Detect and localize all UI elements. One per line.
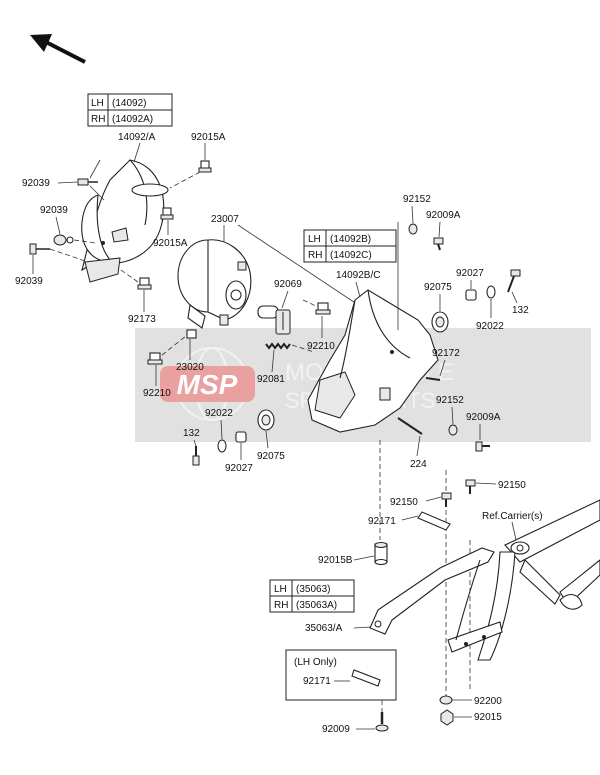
label-92039-1: 92039 [22, 178, 50, 189]
bracket-table-part-2: (14092C) [330, 250, 372, 261]
label-92069: 92069 [274, 279, 302, 290]
label-92152-2: 92152 [436, 395, 464, 406]
headlight-bracket [307, 289, 439, 433]
clip-92015a-top [198, 160, 212, 173]
headlight-unit [177, 239, 252, 329]
nut-92200 [439, 695, 453, 705]
label-23020: 23020 [176, 362, 204, 373]
lh-only-part: 92171 [303, 676, 331, 687]
bolt-224 [397, 417, 423, 435]
label-92210-1: 92210 [143, 388, 171, 399]
clip-92015a-mid [160, 207, 174, 220]
label-92075-2: 92075 [257, 451, 285, 462]
label-23007: 23007 [211, 214, 239, 225]
label-92015a-2: 92015A [153, 238, 188, 249]
label-92075-1: 92075 [424, 282, 452, 293]
plate-92171 [417, 511, 451, 531]
bracket-table-part-1: (14092B) [330, 234, 371, 245]
label-92022-1: 92022 [476, 321, 504, 332]
headlight-cover [81, 159, 169, 283]
label-92015: 92015 [474, 712, 502, 723]
label-14092a: 14092/A [118, 132, 156, 143]
collar-92027-right [465, 289, 477, 301]
nut-92152-lower [448, 424, 458, 436]
label-132-2: 132 [183, 428, 200, 439]
cover-part-table: LH (14092) RH (14092A) [87, 93, 173, 127]
clip-92173 [137, 277, 152, 290]
screw-92039-a [77, 178, 98, 186]
nut-92015 [440, 709, 454, 726]
label-92150-2: 92150 [498, 480, 526, 491]
carrier-frame [477, 499, 600, 661]
label-92150-1: 92150 [390, 497, 418, 508]
label-92009a-1: 92009A [426, 210, 461, 221]
label-92009a-2: 92009A [466, 412, 501, 423]
label-132-1: 132 [512, 305, 529, 316]
label-92200: 92200 [474, 696, 502, 707]
label-92210-2: 92210 [307, 341, 335, 352]
stay-table-part-2: (35063A) [296, 600, 337, 611]
label-92015b: 92015B [318, 555, 353, 566]
label-92039-2: 92039 [40, 205, 68, 216]
screw-92039-c [29, 243, 50, 255]
label-92081: 92081 [257, 374, 285, 385]
stay-table-side-1: LH [274, 584, 287, 595]
grommet-92039-b [53, 234, 74, 246]
cover-table-part-2: (14092A) [112, 114, 153, 125]
label-92172: 92172 [432, 348, 460, 359]
label-92027-1: 92027 [456, 268, 484, 279]
label-14092bc: 14092B/C [336, 270, 380, 281]
watermark-logo: MSP [177, 369, 238, 400]
direction-arrow-icon [30, 34, 86, 64]
lh-only-title: (LH Only) [294, 657, 337, 668]
stay-table-side-2: RH [274, 600, 288, 611]
grommet-92075-right [431, 311, 449, 333]
label-224: 224 [410, 459, 427, 470]
bolt-132-left [192, 446, 200, 466]
bolt-92150-left [441, 492, 452, 507]
label-92171: 92171 [368, 516, 396, 527]
collar-92027-left [235, 431, 247, 443]
cover-table-side-1: LH [91, 98, 104, 109]
bolt-132-right [507, 269, 521, 293]
cover-table-part-1: (14092) [112, 98, 146, 109]
spacer-92015b [374, 542, 388, 566]
label-92022-2: 92022 [205, 408, 233, 419]
grommet-92075-left [257, 409, 275, 431]
label-ref-carrier: Ref.Carrier(s) [482, 511, 543, 522]
stay-part-table: LH (35063) RH (35063A) [269, 579, 355, 613]
label-92039-3: 92039 [15, 276, 43, 287]
bracket-table-side-1: LH [308, 234, 321, 245]
bolt-92009a-top [433, 237, 444, 251]
nut-92152-top [408, 223, 418, 235]
label-92173: 92173 [128, 314, 156, 325]
clip-92210-right [315, 302, 331, 315]
washer-92022-left [217, 439, 227, 453]
bolt-92009a-lower [475, 441, 490, 452]
socket-23020 [186, 329, 197, 339]
clip-92210-left [147, 352, 163, 365]
screw-92172 [425, 377, 441, 381]
spring-92081 [265, 342, 291, 350]
cover-table-side-2: RH [91, 114, 105, 125]
label-92009: 92009 [322, 724, 350, 735]
stay-table-part-1: (35063) [296, 584, 330, 595]
stay-35063a [369, 547, 503, 653]
washer-92022-right [486, 285, 496, 299]
label-92152-1: 92152 [403, 194, 431, 205]
bulb-92069 [257, 305, 291, 335]
label-35063a: 35063/A [305, 623, 343, 634]
bracket-table: LH (14092B) RH (14092C) [303, 229, 397, 263]
lh-only-box: (LH Only) 92171 [285, 649, 397, 701]
label-92027-2: 92027 [225, 463, 253, 474]
bolt-92150-right [465, 479, 476, 494]
label-92015a-1: 92015A [191, 132, 226, 143]
bracket-table-side-2: RH [308, 250, 322, 261]
bolt-92009 [375, 712, 389, 732]
